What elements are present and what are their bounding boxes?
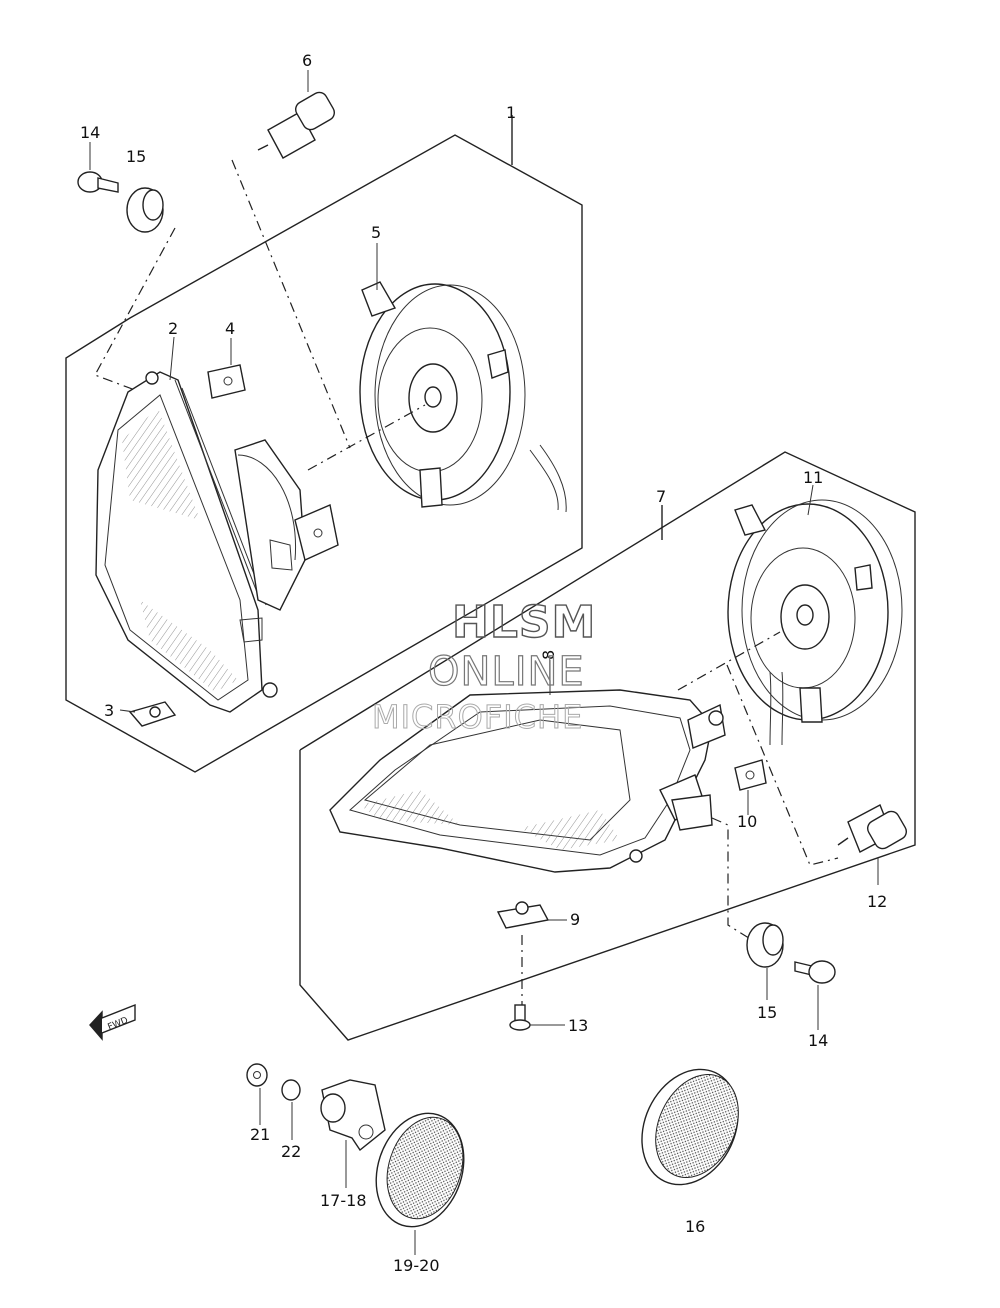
- nut-plate-4: [207, 364, 246, 399]
- label-part-15-lower: 15: [757, 1003, 777, 1022]
- label-part-10: 10: [737, 812, 757, 831]
- watermark: HLSM ONLINE MICROFICHE: [372, 596, 597, 736]
- screw-14-upper: [77, 171, 119, 193]
- clip-nut-3: [128, 701, 177, 727]
- watermark-line-3: MICROFICHE: [372, 698, 583, 736]
- lower-leader-lines: [521, 631, 839, 1005]
- label-part-21: 21: [250, 1125, 270, 1144]
- label-part-3: 3: [104, 701, 114, 720]
- socket-cover-11: [727, 499, 903, 746]
- upper-headlight-housing: [95, 371, 339, 713]
- label-part-11: 11: [803, 468, 823, 487]
- label-part-4: 4: [225, 319, 235, 338]
- reflector-16: [641, 1068, 739, 1186]
- label-part-9: 9: [570, 910, 580, 929]
- bulb-6: [257, 91, 335, 159]
- watermark-line-1: HLSM: [452, 597, 596, 648]
- screw-14-lower: [794, 960, 836, 984]
- label-part-5: 5: [371, 223, 381, 242]
- label-part-22: 22: [281, 1142, 301, 1161]
- bulb-12: [837, 804, 907, 853]
- watermark-line-2: ONLINE: [428, 649, 585, 695]
- label-part-19-20: 19-20: [393, 1256, 440, 1275]
- nut-21: [246, 1063, 268, 1087]
- label-part-8: 8: [539, 650, 558, 660]
- bracket-17-18: [320, 1079, 386, 1152]
- socket-cover-5: [359, 281, 567, 513]
- screw-13: [509, 1004, 531, 1031]
- collar-22: [281, 1079, 301, 1101]
- reflector-19-20: [375, 1112, 465, 1228]
- grommet-15-lower: [746, 922, 784, 968]
- lower-assembly-frame: [299, 451, 916, 1041]
- label-part-14-upper: 14: [80, 123, 100, 142]
- part-labels: 1 6 14 15 5 2 4 3 7 11 8 10 12 9 13 15 1…: [80, 51, 887, 1275]
- nut-plate-10: [734, 759, 767, 791]
- lower-headlight-housing: [329, 689, 726, 873]
- upper-leader-lines: [94, 159, 426, 471]
- label-part-1: 1: [506, 103, 516, 122]
- label-part-2: 2: [168, 319, 178, 338]
- label-part-12: 12: [867, 892, 887, 911]
- label-part-13: 13: [568, 1016, 588, 1035]
- label-part-14-lower: 14: [808, 1031, 828, 1050]
- upper-assembly-frame: [65, 115, 583, 773]
- clip-nut-9: [496, 901, 550, 929]
- label-part-15-upper: 15: [126, 147, 146, 166]
- label-part-17-18: 17-18: [320, 1191, 367, 1210]
- grommet-15-upper: [126, 187, 164, 233]
- label-part-7: 7: [656, 487, 666, 506]
- label-part-6: 6: [302, 51, 312, 70]
- fwd-arrow: FWD: [89, 1003, 136, 1041]
- label-part-16: 16: [685, 1217, 705, 1236]
- label-leaders: [89, 70, 879, 1255]
